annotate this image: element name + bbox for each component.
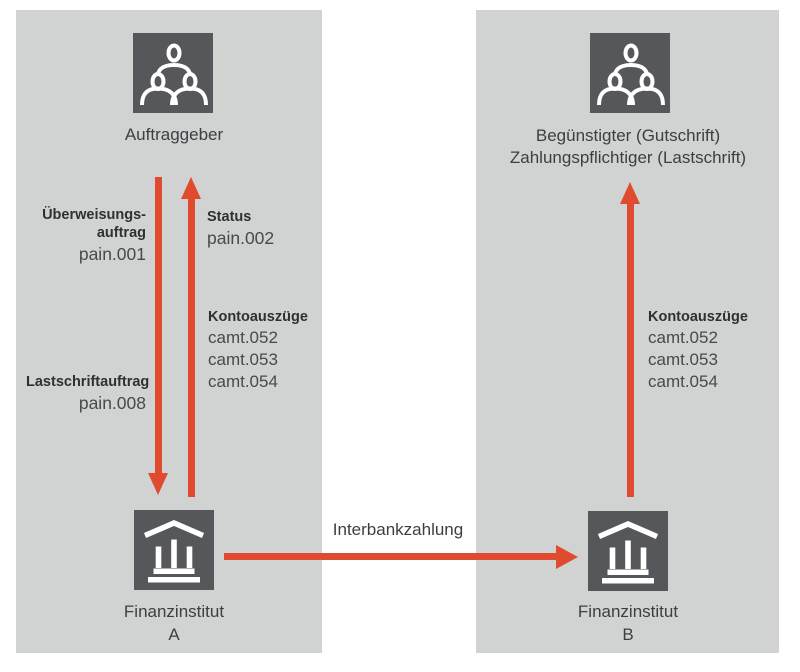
people-group-icon: [140, 43, 208, 106]
transfer-order-arrow: [155, 177, 162, 474]
statements-message-left: Kontoauszüge camt.052 camt.053 camt.054: [208, 307, 308, 393]
status-arrow: [188, 198, 195, 497]
interbank-arrowhead: [556, 545, 578, 569]
beneficiary-label-line1: Begünstigter (Gutschrift): [535, 126, 721, 145]
transfer-order-arrowhead: [148, 473, 168, 495]
beneficiary-icon-box: [590, 33, 670, 113]
statement-code: camt.053: [208, 350, 278, 369]
status-code: pain.002: [207, 228, 275, 248]
bank-a-icon-box: [134, 510, 214, 590]
beneficiary-label: Begünstigter (Gutschrift) Zahlungspflich…: [478, 125, 778, 169]
transfer-order-code: pain.001: [78, 244, 146, 264]
direct-debit-message: Lastschriftauftrag pain.008: [26, 373, 150, 415]
statement-code: camt.052: [208, 328, 278, 347]
bank-icon: [143, 520, 205, 583]
statements-title-right: Kontoauszüge: [648, 309, 748, 325]
people-group-icon: [597, 43, 665, 106]
originator-label: Auftraggeber: [124, 125, 224, 144]
statement-code: camt.054: [648, 372, 718, 391]
statements-message-right: Kontoauszüge camt.052 camt.053 camt.054: [648, 307, 748, 393]
interbank-label: Interbankzahlung: [332, 520, 464, 539]
bank-a-letter: A: [168, 625, 180, 644]
status-arrowhead: [181, 177, 201, 199]
bank-a-label: Finanzinstitut A: [74, 600, 274, 646]
bank-b-icon-box: [588, 511, 668, 591]
statement-code: camt.054: [208, 372, 278, 391]
bank-b-label: Finanzinstitut B: [528, 600, 728, 646]
statement-code: camt.052: [648, 328, 718, 347]
statements-title-left: Kontoauszüge: [208, 309, 308, 325]
beneficiary-label-line2: Zahlungspflichtiger (Lastschrift): [509, 148, 747, 167]
statements-arrowhead-right: [620, 182, 640, 204]
originator-icon-box: [133, 33, 213, 113]
status-title: Status: [207, 209, 252, 225]
statements-arrow-right: [627, 203, 634, 497]
bank-icon: [597, 521, 659, 584]
transfer-order-message: Überweisungs- auftrag pain.001: [26, 206, 146, 266]
interbank-arrow: [224, 553, 558, 560]
bank-a-name: Finanzinstitut: [123, 602, 225, 621]
transfer-order-title-line1: Überweisungs-: [42, 207, 146, 223]
transfer-order-title-line2: auftrag: [96, 225, 146, 241]
statement-code: camt.053: [648, 350, 718, 369]
direct-debit-code: pain.008: [78, 393, 146, 413]
direct-debit-title: Lastschriftauftrag: [26, 374, 150, 390]
bank-b-letter: B: [622, 625, 634, 644]
status-message: Status pain.002: [207, 208, 274, 250]
bank-b-name: Finanzinstitut: [577, 602, 679, 621]
